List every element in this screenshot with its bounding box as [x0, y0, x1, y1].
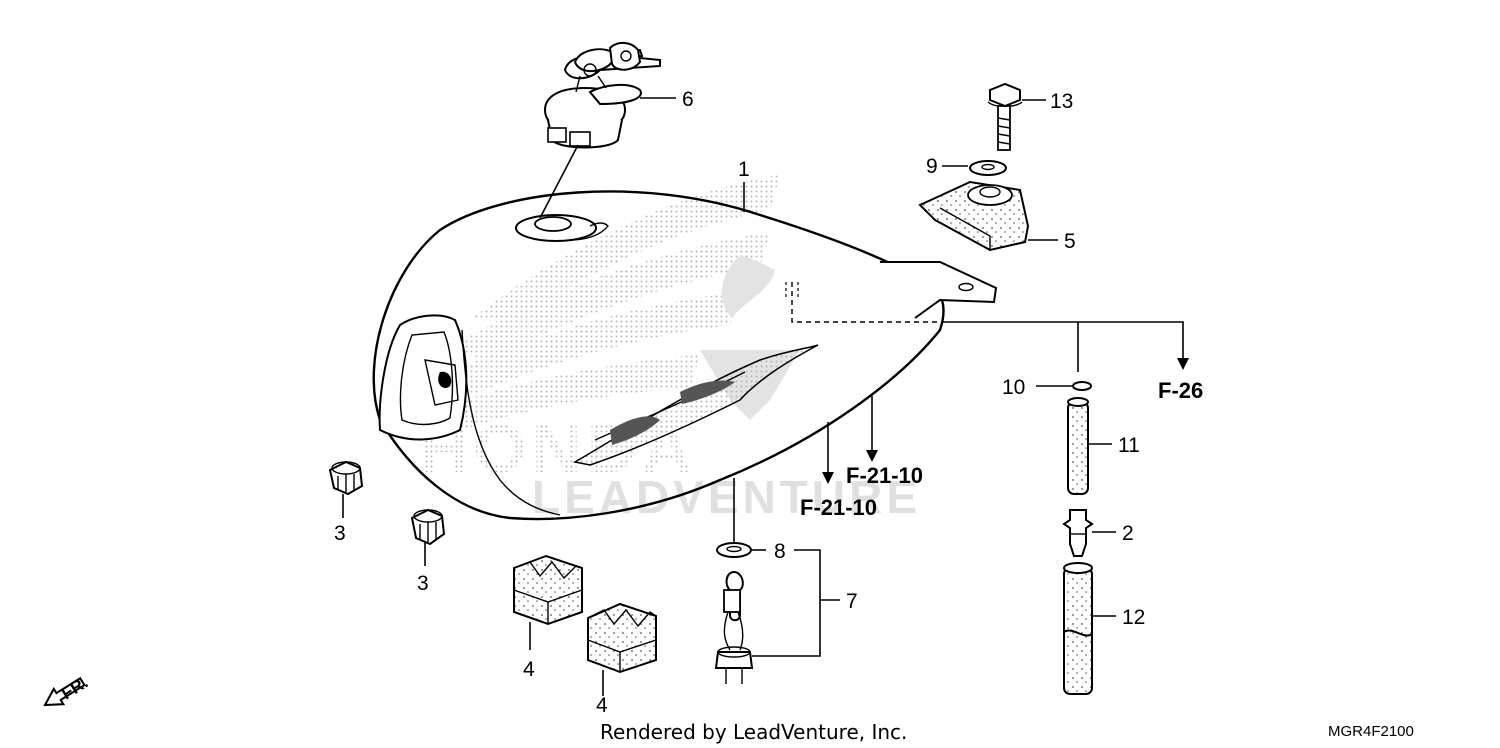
callout-9: 9 [926, 155, 938, 178]
cushion-nut-left [328, 460, 364, 496]
callout-12: 12 [1122, 606, 1145, 629]
callout-13: 13 [1050, 90, 1073, 113]
callout-4b: 4 [596, 694, 608, 717]
callout-11: 11 [1118, 434, 1140, 457]
callout-3a: 3 [334, 522, 346, 545]
tube-joint [1062, 509, 1094, 557]
fuel-level-sensor [714, 570, 754, 684]
callout-3b: 3 [417, 572, 429, 595]
washer [969, 160, 1007, 176]
diagram-code: MGR4F2100 [1328, 723, 1414, 740]
reference-f21-10-upper[interactable]: F-21-10 [846, 463, 923, 488]
reference-f21-10-lower[interactable]: F-21-10 [800, 495, 877, 520]
fuel-cap-with-keys [543, 42, 661, 149]
breather-tube-upper [1067, 397, 1089, 495]
callout-7: 7 [846, 590, 858, 613]
front-direction-arrow-icon [43, 676, 86, 707]
callout-4a: 4 [523, 658, 535, 681]
rear-mount-rubber [918, 180, 1030, 252]
reference-f26[interactable]: F-26 [1158, 378, 1203, 403]
callout-6: 6 [682, 88, 694, 111]
callout-10: 10 [1002, 376, 1025, 399]
tank-cushion-rubber-right [587, 602, 657, 674]
tank-cushion-rubber-left [513, 554, 583, 626]
rendered-by-credit: Rendered by LeadVenture, Inc. [600, 720, 907, 744]
callout-1: 1 [738, 158, 750, 181]
bolt [987, 82, 1023, 151]
tube-clip [1072, 381, 1092, 391]
callout-8: 8 [774, 540, 786, 563]
o-ring [716, 542, 752, 558]
cushion-nut-right [410, 508, 446, 546]
callout-2: 2 [1122, 522, 1134, 545]
callout-5: 5 [1064, 230, 1076, 253]
breather-tube-lower [1063, 562, 1093, 695]
fuel-tank [372, 190, 998, 521]
